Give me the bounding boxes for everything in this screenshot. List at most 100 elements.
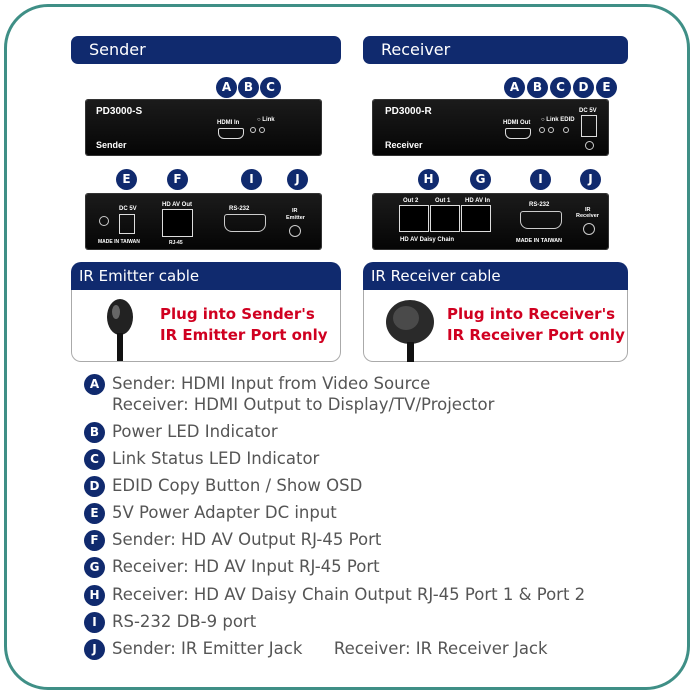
legend-letter: J bbox=[84, 639, 105, 660]
callout-g-r: G bbox=[470, 169, 491, 190]
receiver-ir-label2: Receiver bbox=[576, 213, 599, 219]
callout-j: J bbox=[287, 169, 308, 190]
sender-db9-port bbox=[224, 214, 266, 232]
receiver-hdmi-label: HDMI Out bbox=[503, 120, 531, 126]
ir-receiver-cable-icon bbox=[386, 300, 434, 362]
callout-h-r: H bbox=[418, 169, 439, 190]
ir-receiver-cable-box: Plug into Receiver's IR Receiver Port on… bbox=[363, 290, 628, 362]
sender-dc-jack bbox=[99, 216, 109, 226]
sender-model: PD3000-S bbox=[96, 106, 143, 117]
sender-hdav-label: HD AV Out bbox=[162, 202, 192, 208]
legend-letter: G bbox=[84, 557, 105, 578]
sender-power-led bbox=[250, 127, 256, 133]
callout-e-r: E bbox=[596, 77, 617, 98]
callout-a-r: A bbox=[504, 77, 525, 98]
legend-text: EDID Copy Button / Show OSD bbox=[112, 476, 363, 495]
sender-rj45-port bbox=[162, 209, 193, 237]
callout-c-r: C bbox=[550, 77, 571, 98]
receiver-link-led bbox=[548, 127, 554, 133]
receiver-out1-port bbox=[430, 205, 460, 232]
receiver-ir-jack bbox=[583, 223, 595, 235]
ir-emitter-cable-icon bbox=[107, 299, 133, 361]
ir-receiver-note-line1: Plug into Receiver's bbox=[447, 305, 616, 323]
callout-b-r: B bbox=[527, 77, 548, 98]
receiver-hdavin-label: HD AV In bbox=[465, 198, 490, 204]
sender-ir-label2: Emitter bbox=[286, 215, 305, 221]
receiver-front-panel: PD3000-R Receiver HDMI Out ○ Link EDID D… bbox=[373, 100, 608, 155]
legend-text: RS-232 DB-9 port bbox=[112, 612, 257, 631]
legend-text: 5V Power Adapter DC input bbox=[112, 503, 337, 522]
sender-rs232-label: RS-232 bbox=[229, 206, 250, 212]
legend-letter: D bbox=[84, 476, 105, 497]
sender-header: Sender bbox=[71, 36, 341, 64]
ir-emitter-note-line2: IR Emitter Port only bbox=[160, 326, 328, 344]
receiver-header: Receiver bbox=[363, 36, 628, 64]
sender-dc-port bbox=[119, 214, 135, 234]
sender-link-text: Link bbox=[262, 117, 275, 123]
receiver-link-label: ○ Link EDID bbox=[541, 117, 575, 123]
ir-emitter-note-line1: Plug into Sender's bbox=[160, 305, 315, 323]
receiver-out1-label: Out 1 bbox=[435, 198, 451, 204]
legend-text: Sender: IR Emitter Jack Receiver: IR Rec… bbox=[112, 639, 548, 658]
legend-text: Sender: HD AV Output RJ-45 Port bbox=[112, 530, 382, 549]
sender-rj45-label: RJ-45 bbox=[169, 240, 183, 246]
sender-ir-label1: IR bbox=[292, 208, 298, 214]
callout-f: F bbox=[167, 169, 188, 190]
sender-front-label: Sender bbox=[96, 140, 127, 150]
sender-dc-label: DC 5V bbox=[119, 206, 137, 212]
sender-back-panel: DC 5V MADE IN TAIWAN HD AV Out RJ-45 RS-… bbox=[86, 194, 321, 249]
receiver-rs232-label: RS-232 bbox=[529, 202, 550, 208]
sender-front-panel: PD3000-S Sender HDMI In ○ Link bbox=[86, 100, 321, 155]
callout-j-r: J bbox=[580, 169, 601, 190]
callout-a: A bbox=[216, 77, 237, 98]
receiver-dc-label: DC 5V bbox=[579, 108, 597, 114]
receiver-power-led bbox=[539, 127, 545, 133]
callout-i: I bbox=[241, 169, 262, 190]
sender-made-label: MADE IN TAIWAN bbox=[98, 239, 140, 245]
callout-e: E bbox=[116, 169, 137, 190]
receiver-chain-label: HD AV Daisy Chain bbox=[400, 237, 455, 243]
receiver-back-panel: Out 2 Out 1 HD AV In HD AV Daisy Chain R… bbox=[373, 194, 608, 249]
callout-d-r: D bbox=[573, 77, 594, 98]
ir-receiver-note: Plug into Receiver's IR Receiver Port on… bbox=[447, 304, 625, 346]
callout-c: C bbox=[260, 77, 281, 98]
legend-text-2: Receiver: HDMI Output to Display/TV/Proj… bbox=[112, 395, 495, 414]
callout-b: B bbox=[238, 77, 259, 98]
legend-text: Link Status LED Indicator bbox=[112, 449, 320, 468]
sender-link-label: ○ Link bbox=[257, 117, 275, 123]
legend-letter: B bbox=[84, 422, 105, 443]
receiver-db9-port bbox=[520, 211, 562, 229]
receiver-model: PD3000-R bbox=[385, 106, 432, 117]
legend-letter: F bbox=[84, 530, 105, 551]
sender-hdmi-port bbox=[218, 128, 244, 139]
legend-text: Receiver: HD AV Input RJ-45 Port bbox=[112, 557, 380, 576]
ir-receiver-note-line2: IR Receiver Port only bbox=[447, 326, 625, 344]
ir-emitter-cable-header: IR Emitter cable bbox=[71, 262, 341, 290]
legend-text: Sender: HDMI Input from Video Source bbox=[112, 374, 431, 393]
legend-letter: I bbox=[84, 612, 105, 633]
legend-text: Power LED Indicator bbox=[112, 422, 278, 441]
ir-receiver-cable-header: IR Receiver cable bbox=[363, 262, 628, 290]
sender-link-led bbox=[259, 127, 265, 133]
receiver-edid-button bbox=[563, 127, 569, 133]
legend-letter: A bbox=[84, 374, 105, 395]
receiver-hdmi-port bbox=[505, 128, 531, 139]
receiver-dc-port bbox=[581, 115, 597, 137]
receiver-front-label: Receiver bbox=[385, 140, 423, 150]
ir-emitter-cable-box: Plug into Sender's IR Emitter Port only bbox=[71, 290, 341, 362]
legend-letter: H bbox=[84, 585, 105, 606]
legend-text: Receiver: HD AV Daisy Chain Output RJ-45… bbox=[112, 585, 586, 604]
receiver-out2-label: Out 2 bbox=[403, 198, 419, 204]
receiver-dc-jack bbox=[585, 141, 594, 150]
receiver-out2-port bbox=[399, 205, 429, 232]
callout-i-r: I bbox=[530, 169, 551, 190]
legend-letter: C bbox=[84, 449, 105, 470]
receiver-link-text: Link EDID bbox=[546, 117, 575, 123]
legend-letter: E bbox=[84, 503, 105, 524]
ir-emitter-note: Plug into Sender's IR Emitter Port only bbox=[160, 304, 328, 346]
sender-ir-jack bbox=[289, 225, 301, 237]
receiver-made-label: MADE IN TAIWAN bbox=[516, 238, 563, 244]
sender-hdmi-label: HDMI In bbox=[217, 120, 240, 126]
receiver-hdavin-port bbox=[461, 205, 491, 232]
receiver-ir-label1: IR bbox=[585, 207, 591, 213]
